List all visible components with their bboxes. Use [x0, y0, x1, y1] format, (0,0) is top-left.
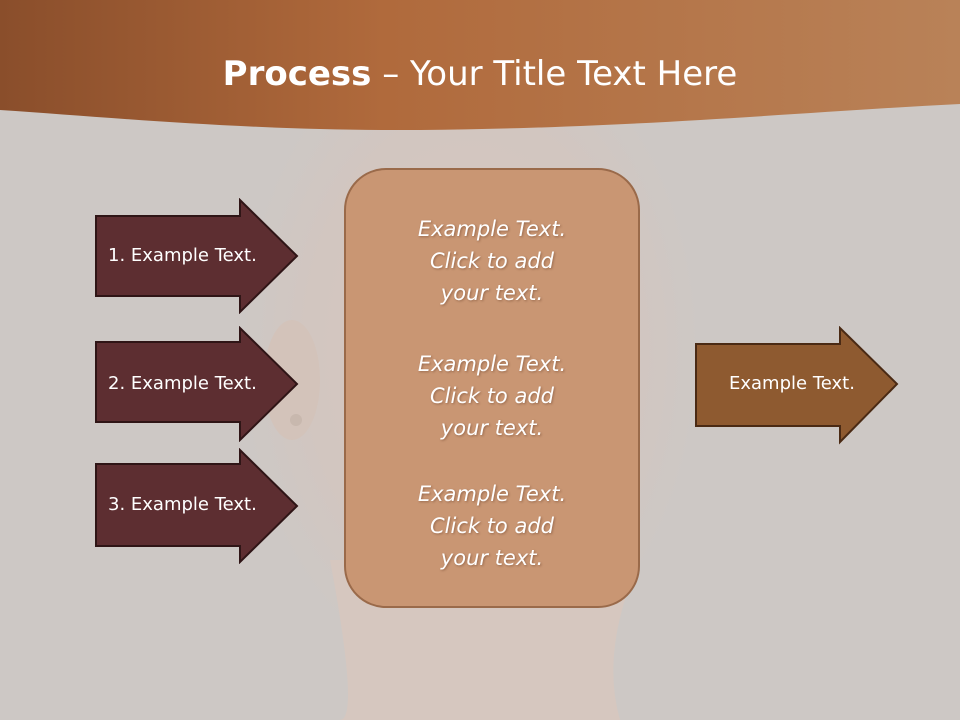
left-arrow-3: 3. Example Text. — [94, 448, 300, 564]
center-item-2-line2: Click to add — [429, 384, 554, 408]
title-bold: Process — [222, 54, 372, 94]
left-arrow-1-shape — [95, 198, 299, 314]
center-item-3-line1: Example Text. — [417, 482, 567, 506]
title-rest: Your Title Text Here — [410, 54, 738, 94]
center-item-3-line2: Click to add — [429, 514, 554, 538]
header-band — [0, 0, 960, 131]
center-item-3: Example Text. Click to add your text. — [346, 478, 638, 574]
title-dash: – — [371, 54, 411, 94]
left-arrow-2: 2. Example Text. — [94, 326, 300, 442]
center-item-2-line1: Example Text. — [417, 352, 567, 376]
center-item-1: Example Text. Click to add your text. — [346, 213, 638, 309]
left-arrow-1: 1. Example Text. — [94, 198, 300, 314]
center-item-3-line3: your text. — [440, 546, 544, 570]
right-arrow-shape — [695, 326, 899, 445]
left-arrow-2-label: 2. Example Text. — [108, 373, 257, 394]
center-item-1-line2: Click to add — [429, 249, 554, 273]
center-content-box: Example Text. Click to add your text. Ex… — [344, 168, 640, 608]
right-arrow-label: Example Text. — [729, 373, 855, 394]
earring-dot — [290, 414, 302, 426]
left-arrow-2-shape — [95, 326, 299, 442]
right-arrow: Example Text. — [694, 326, 900, 446]
left-arrow-3-shape — [95, 448, 299, 564]
center-item-1-line3: your text. — [440, 281, 544, 305]
left-arrow-1-label: 1. Example Text. — [108, 245, 257, 266]
slide-title: Process – Your Title Text Here — [0, 52, 960, 96]
center-item-1-line1: Example Text. — [417, 217, 567, 241]
center-item-2-line3: your text. — [440, 416, 544, 440]
center-item-2: Example Text. Click to add your text. — [346, 348, 638, 444]
left-arrow-3-label: 3. Example Text. — [108, 494, 257, 515]
